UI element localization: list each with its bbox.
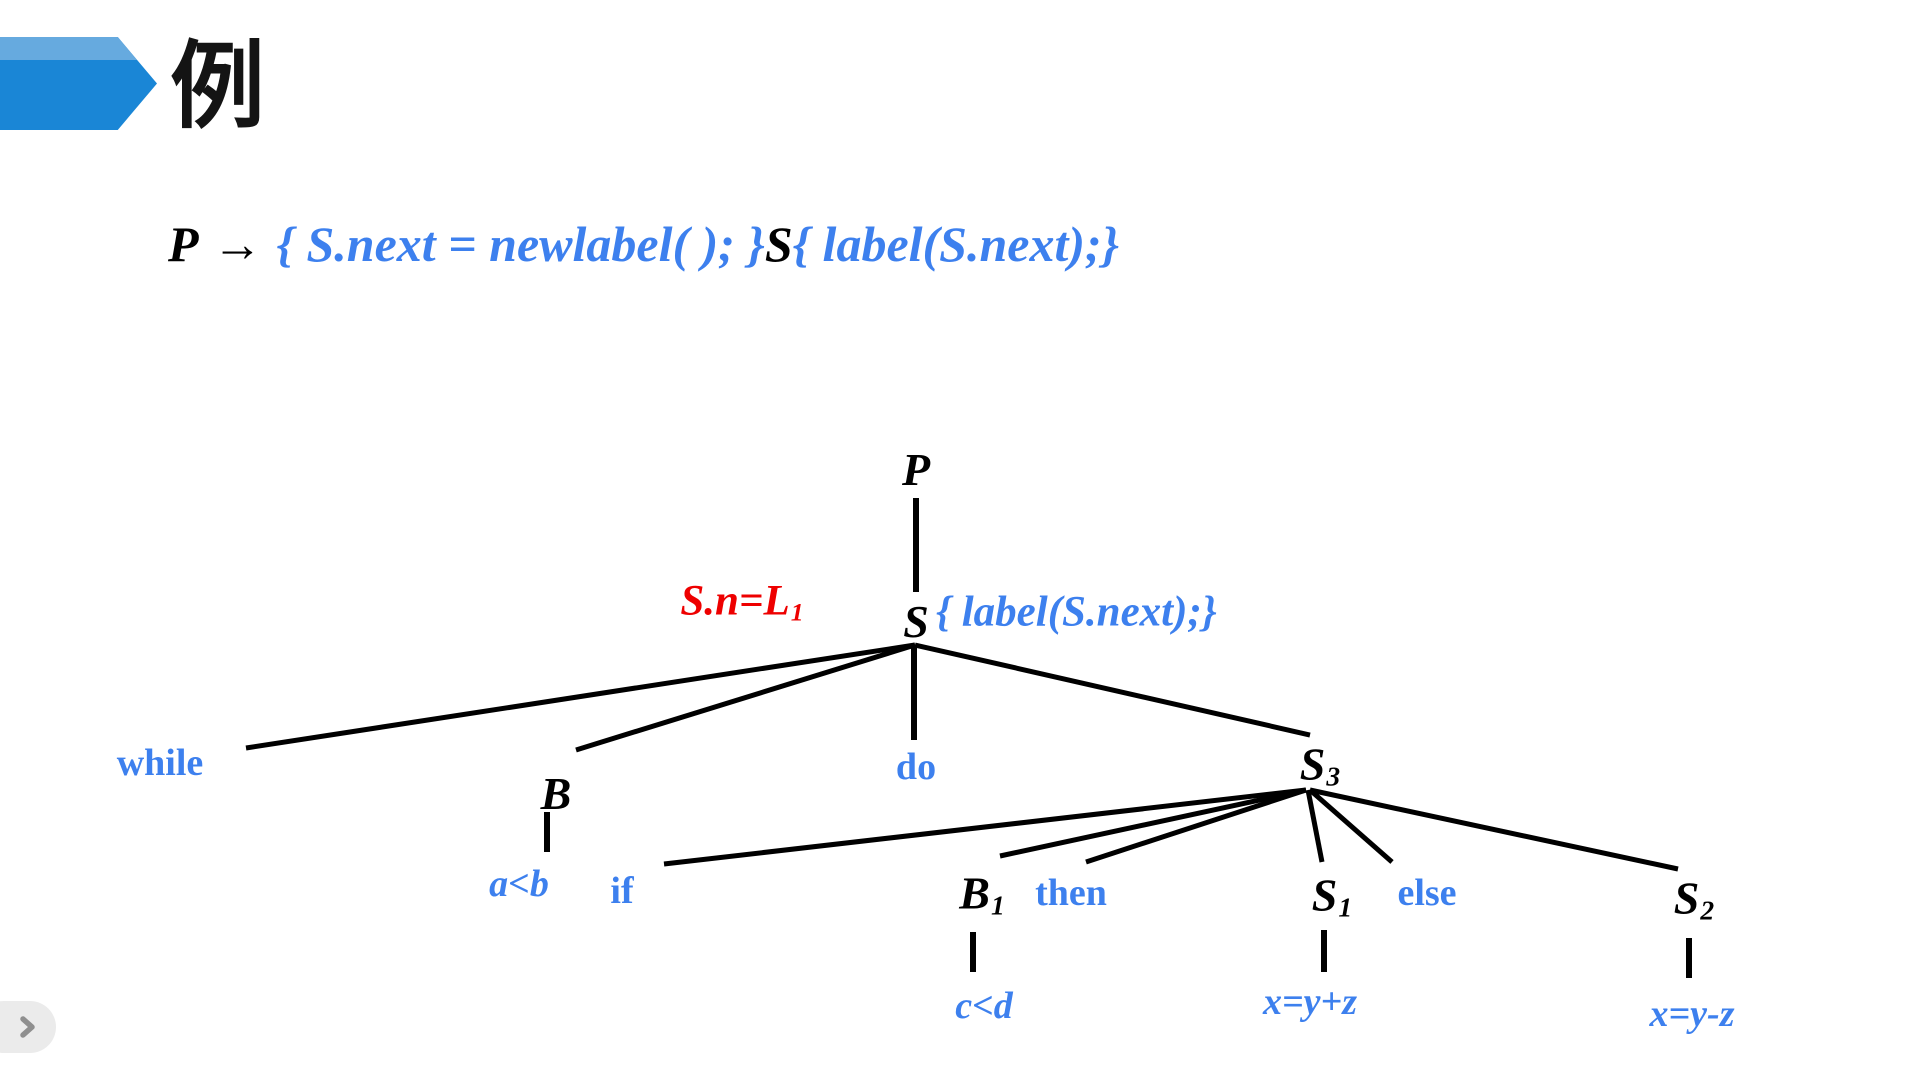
rule-pre-action: { S.next = newlabel( ); } (276, 216, 765, 272)
tree-node-P: P (901, 444, 931, 495)
tree-node-B: B (540, 768, 572, 819)
edge-s3-else (1308, 788, 1394, 864)
leaf-c-lt-d: c<d (955, 985, 1013, 1027)
tree-node-S3: S3 (1299, 738, 1341, 792)
next-slide-button[interactable] (0, 1001, 56, 1053)
terminal-if: if (610, 870, 634, 912)
rule-lhs: P (168, 216, 199, 272)
rule-arrow-icon: → (212, 216, 263, 272)
terminal-else: else (1397, 872, 1457, 914)
tree-node-S1: S1 (1311, 869, 1353, 923)
edge-s3-if (663, 787, 1307, 867)
semantic-action-annotation: { label(S.next);} (936, 588, 1217, 636)
title-arrow-highlight (0, 37, 137, 60)
production-rule: P→{ S.next = newlabel( ); }S{ label(S.ne… (168, 214, 1119, 274)
rule-symbol: S (764, 216, 793, 272)
edge-s-while (245, 642, 916, 751)
edge-s-b (575, 642, 916, 753)
edge-s3-s2 (1309, 787, 1679, 872)
terminal-while: while (116, 742, 204, 784)
terminal-do: do (895, 746, 937, 788)
terminal-then: then (1035, 872, 1107, 914)
chevron-right-icon (20, 1016, 35, 1038)
edge-s3-then (1085, 787, 1307, 865)
edge-s-s3 (914, 642, 1311, 738)
leaf-x-eq-y-plus-z: x=y+z (1263, 981, 1357, 1023)
tree-node-S2: S2 (1673, 872, 1715, 926)
attribute-annotation-red: S.n=L1 (680, 577, 804, 626)
leaf-x-eq-y-minus-z: x=y-z (1649, 993, 1735, 1035)
tree-node-B1: B1 (959, 867, 1005, 921)
leaf-a-lt-b: a<b (489, 863, 549, 905)
rule-post-action: { label(S.next);} (792, 216, 1120, 272)
edge-s3-s1 (1305, 789, 1325, 863)
slide-title: 例 (170, 34, 266, 140)
edge-s3-b1 (999, 787, 1307, 859)
tree-node-S: S (903, 596, 929, 647)
